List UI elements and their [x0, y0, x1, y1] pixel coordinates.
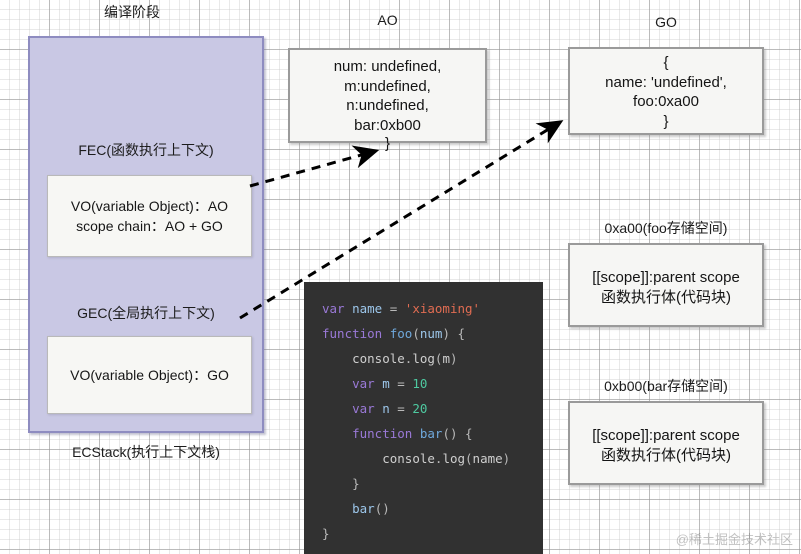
- code-token: console: [352, 351, 405, 366]
- go-body: { name: 'undefined', foo:0xa00 }: [605, 54, 727, 130]
- code-token: .: [404, 351, 413, 366]
- code-line: console.log(name): [304, 446, 543, 471]
- fec-vo-box: VO(variable Object)：AO scope chain：AO + …: [47, 175, 252, 257]
- arrow-fecvo-to-ao: [249, 145, 380, 188]
- code-token: (): [374, 501, 390, 516]
- code-token: log: [442, 451, 466, 466]
- code-token: (: [465, 451, 473, 466]
- code-token: [412, 426, 420, 441]
- gec-label: GEC(全局执行上下文): [77, 305, 215, 321]
- code-token: 20: [412, 401, 428, 416]
- code-token: [382, 326, 390, 341]
- ecstack-container: FEC(函数执行上下文) VO(variable Object)：AO scop…: [28, 36, 264, 433]
- code-token: [322, 376, 352, 391]
- code-token: }: [322, 526, 330, 541]
- code-token: =: [389, 401, 413, 416]
- code-token: var: [352, 376, 375, 391]
- code-line: var m = 10: [304, 371, 543, 396]
- ao-title: AO: [377, 12, 398, 28]
- code-token: ) {: [442, 326, 466, 341]
- code-line: }: [304, 471, 543, 496]
- code-token: n: [382, 401, 390, 416]
- ecstack-label: ECStack(执行上下文栈): [72, 444, 220, 460]
- code-token: num: [419, 326, 443, 341]
- code-token: log: [412, 351, 435, 366]
- code-token: 10: [412, 376, 428, 391]
- bar-store-title: 0xb00(bar存储空间): [604, 378, 728, 394]
- code-token: (: [434, 351, 443, 366]
- ao-close-brace: }: [384, 135, 390, 152]
- code-token: ): [449, 351, 458, 366]
- code-token: [322, 426, 352, 441]
- compile-phase-label: 编译阶段: [104, 4, 160, 20]
- gec-vo-text: VO(variable Object)：GO: [70, 366, 229, 383]
- bar-store-box: [568, 401, 764, 485]
- fec-vo-text: VO(variable Object)：AO scope chain：AO + …: [70, 197, 229, 234]
- fec-label: FEC(函数执行上下文): [78, 142, 214, 158]
- code-token: [345, 301, 353, 316]
- code-token: }: [322, 476, 360, 491]
- code-token: function: [352, 426, 413, 441]
- code-token: [322, 351, 352, 366]
- bar-store-body: [[scope]]:parent scope 函数执行体(代码块): [592, 427, 740, 464]
- code-line: var name = 'xiaoming': [304, 296, 543, 321]
- code-token: foo: [389, 326, 413, 341]
- go-title: GO: [655, 14, 677, 30]
- code-token: =: [389, 376, 413, 391]
- code-token: m: [442, 351, 450, 366]
- code-line: function bar() {: [304, 421, 543, 446]
- code-token: [322, 451, 382, 466]
- gec-vo-box: VO(variable Object)：GO: [47, 336, 252, 414]
- code-token: name: [352, 301, 383, 316]
- code-token: bar: [419, 426, 443, 441]
- code-line: var n = 20: [304, 396, 543, 421]
- go-box: [568, 47, 764, 135]
- code-token: () {: [442, 426, 473, 441]
- code-token: [322, 401, 352, 416]
- code-lines: var name = 'xiaoming'function foo(num) {…: [304, 296, 543, 546]
- foo-store-box: [568, 243, 764, 327]
- code-token: (: [412, 326, 420, 341]
- code-line: bar(): [304, 496, 543, 521]
- code-token: var: [352, 401, 375, 416]
- code-token: bar: [352, 501, 375, 516]
- code-token: m: [382, 376, 390, 391]
- code-token: ): [502, 451, 511, 466]
- code-line: function foo(num) {: [304, 321, 543, 346]
- code-token: console: [382, 451, 435, 466]
- foo-store-body: [[scope]]:parent scope 函数执行体(代码块): [592, 269, 740, 306]
- code-line: }: [304, 521, 543, 546]
- code-line: console.log(m): [304, 346, 543, 371]
- code-token: .: [434, 451, 443, 466]
- code-token: function: [322, 326, 383, 341]
- code-token: =: [382, 301, 405, 316]
- watermark: @稀土掘金技术社区: [675, 532, 793, 547]
- code-token: 'xiaoming': [404, 301, 481, 316]
- foo-store-title: 0xa00(foo存储空间): [604, 220, 728, 236]
- ao-body: num: undefined, m:undefined, n:undefined…: [333, 58, 442, 134]
- code-token: var: [322, 301, 345, 316]
- code-block: var name = 'xiaoming'function foo(num) {…: [304, 282, 543, 554]
- code-token: name: [472, 451, 503, 466]
- code-token: [322, 501, 352, 516]
